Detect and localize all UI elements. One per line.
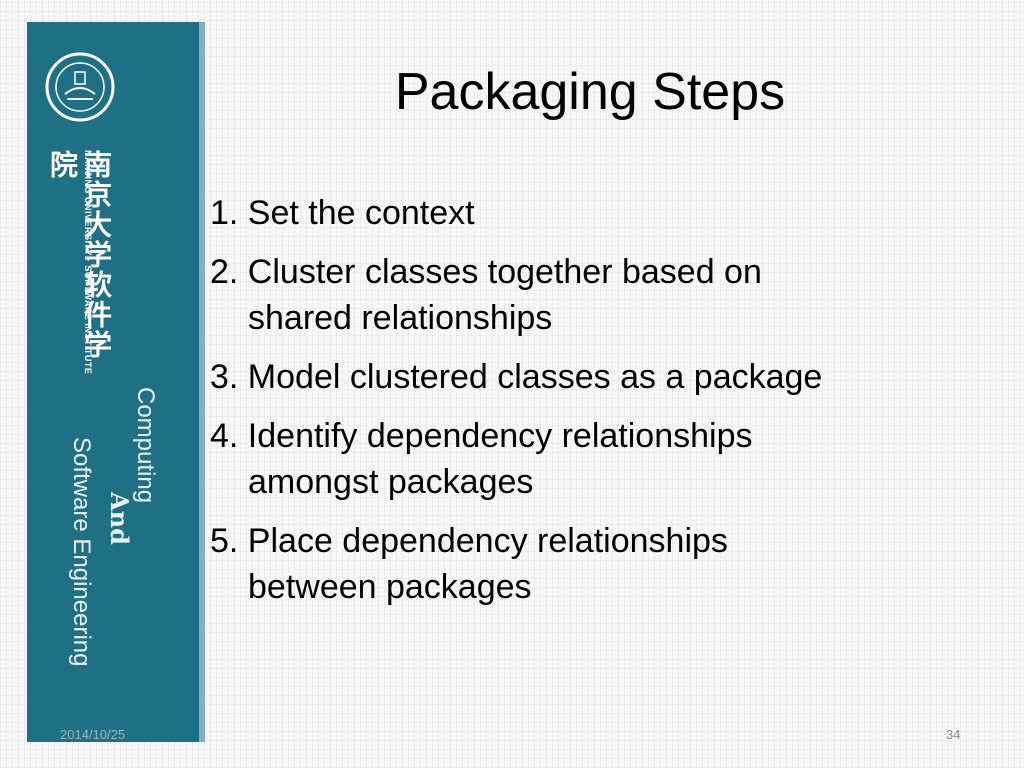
step-line: 3. Model clustered classes as a package <box>210 358 823 396</box>
tagline-software-engineering: Software Engineering <box>68 437 95 667</box>
slide-date: 2014/10/25 <box>60 727 126 742</box>
steps-list: 1. Set the context 2. Cluster classes to… <box>210 190 990 623</box>
step-item: 4. Identify dependency relationships amo… <box>210 413 990 505</box>
step-item: 2. Cluster classes together based on sha… <box>210 249 990 341</box>
step-item: 1. Set the context <box>210 190 990 236</box>
step-continuation: between packages <box>248 568 532 606</box>
university-name-en: NANJING UNIVERSITY · SOFTWARE INSTITUTE <box>83 150 93 375</box>
page-number: 34 <box>946 727 961 742</box>
tagline-block: Computing And Software Engineering <box>65 382 175 712</box>
step-line: 5. Place dependency relationships <box>210 522 728 560</box>
step-line: 4. Identify dependency relationships <box>210 417 753 455</box>
university-seal-icon <box>45 52 115 122</box>
tagline-computing: Computing <box>132 387 159 504</box>
step-continuation: shared relationships <box>248 299 553 337</box>
step-item: 3. Model clustered classes as a package <box>210 354 990 400</box>
step-line: 1. Set the context <box>210 194 475 232</box>
university-name-cn: 南京大学软件学院 <box>46 150 113 360</box>
step-item: 5. Place dependency relationships betwee… <box>210 518 990 610</box>
step-continuation: amongst packages <box>248 463 534 501</box>
tagline-and: And <box>105 492 134 545</box>
university-name-block: 南京大学软件学院 NANJING UNIVERSITY · SOFTWARE I… <box>45 150 127 380</box>
step-line: 2. Cluster classes together based on <box>210 253 762 291</box>
slide-title: Packaging Steps <box>394 63 786 121</box>
sidebar-banner: 南京大学软件学院 NANJING UNIVERSITY · SOFTWARE I… <box>27 22 199 742</box>
